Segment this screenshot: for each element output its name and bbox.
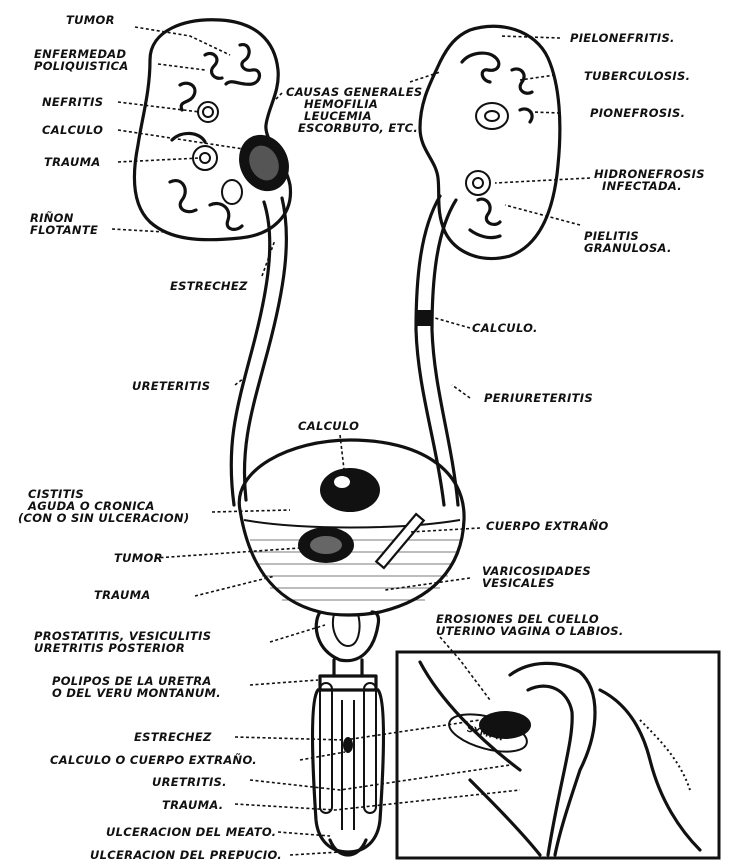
- label-line: ESCORBUTO, ETC.: [286, 122, 422, 134]
- label-cuerpo-extrano: CUERPO EXTRAÑO: [486, 520, 609, 532]
- label-line: POLIQUISTICA: [34, 60, 129, 72]
- label-enfermedad-poliquistica: ENFERMEDAD POLIQUISTICA: [34, 48, 129, 72]
- label-line: VESICALES: [482, 577, 591, 589]
- label-line: O DEL VERU MONTANUM.: [52, 687, 221, 699]
- label-calculo-ureter: CALCULO.: [472, 322, 538, 334]
- label-tumor-bladder: TUMOR: [114, 552, 163, 564]
- label-ulceracion-prepucio: ULCERACION DEL PREPUCIO.: [90, 849, 282, 861]
- label-line: UTERINO VAGINA O LABIOS.: [436, 625, 624, 637]
- label-calculo-kidney: CALCULO: [42, 124, 103, 136]
- label-calculo-urethra: CALCULO O CUERPO EXTRAÑO.: [50, 754, 257, 766]
- label-varicosidades: VARICOSIDADES VESICALES: [482, 565, 591, 589]
- left-kidney: [134, 20, 298, 240]
- label-tumor-kidney: TUMOR: [66, 14, 115, 26]
- label-tuberculosis: TUBERCULOSIS.: [584, 70, 690, 82]
- penis: [313, 683, 384, 855]
- left-ureter: [231, 198, 286, 505]
- label-causas-generales: CAUSAS GENERALES HEMOFILIA LEUCEMIA ESCO…: [286, 86, 422, 134]
- label-pielonefritis: PIELONEFRITIS.: [570, 32, 675, 44]
- label-ureteritis: URETERITIS: [132, 380, 210, 392]
- label-cistitis: CISTITIS AGUDA O CRONICA (CON O SIN ULCE…: [28, 488, 189, 524]
- label-line: (CON O SIN ULCERACION): [18, 512, 189, 524]
- label-trauma-kidney: TRAUMA: [44, 156, 101, 168]
- label-line: FLOTANTE: [30, 224, 98, 236]
- label-polipos: POLIPOS DE LA URETRA O DEL VERU MONTANUM…: [52, 675, 221, 699]
- label-hidronefrosis: HIDRONEFROSIS INFECTADA.: [594, 168, 705, 192]
- bladder: [239, 440, 464, 615]
- label-periureteritis: PERIURETERITIS: [484, 392, 593, 404]
- label-rinon-flotante: RIÑON FLOTANTE: [30, 212, 98, 236]
- label-estrechez-ureter: ESTRECHEZ: [170, 280, 248, 292]
- label-trauma-urethra: TRAUMA.: [162, 799, 223, 811]
- label-line: GRANULOSA.: [584, 242, 672, 254]
- label-prostatitis: PROSTATITIS, VESICULITIS URETRITIS POSTE…: [34, 630, 211, 654]
- prostate-urethra: [316, 612, 378, 690]
- label-trauma-bladder: TRAUMA: [94, 589, 151, 601]
- right-kidney: [420, 26, 560, 258]
- female-pelvis-inset: [397, 652, 719, 858]
- label-line: INFECTADA.: [594, 180, 705, 192]
- label-nefritis: NEFRITIS: [42, 96, 103, 108]
- label-erosiones: EROSIONES DEL CUELLO UTERINO VAGINA O LA…: [436, 613, 624, 637]
- label-calculo-bladder: CALCULO: [298, 420, 359, 432]
- label-pielitis: PIELITIS GRANULOSA.: [584, 230, 672, 254]
- label-pionefrosis: PIONEFROSIS.: [590, 107, 685, 119]
- label-uretritis: URETRITIS.: [152, 776, 227, 788]
- label-ulceracion-meato: ULCERACION DEL MEATO.: [106, 826, 276, 838]
- label-estrechez-urethra: ESTRECHEZ: [134, 731, 212, 743]
- label-line: URETRITIS POSTERIOR: [34, 642, 211, 654]
